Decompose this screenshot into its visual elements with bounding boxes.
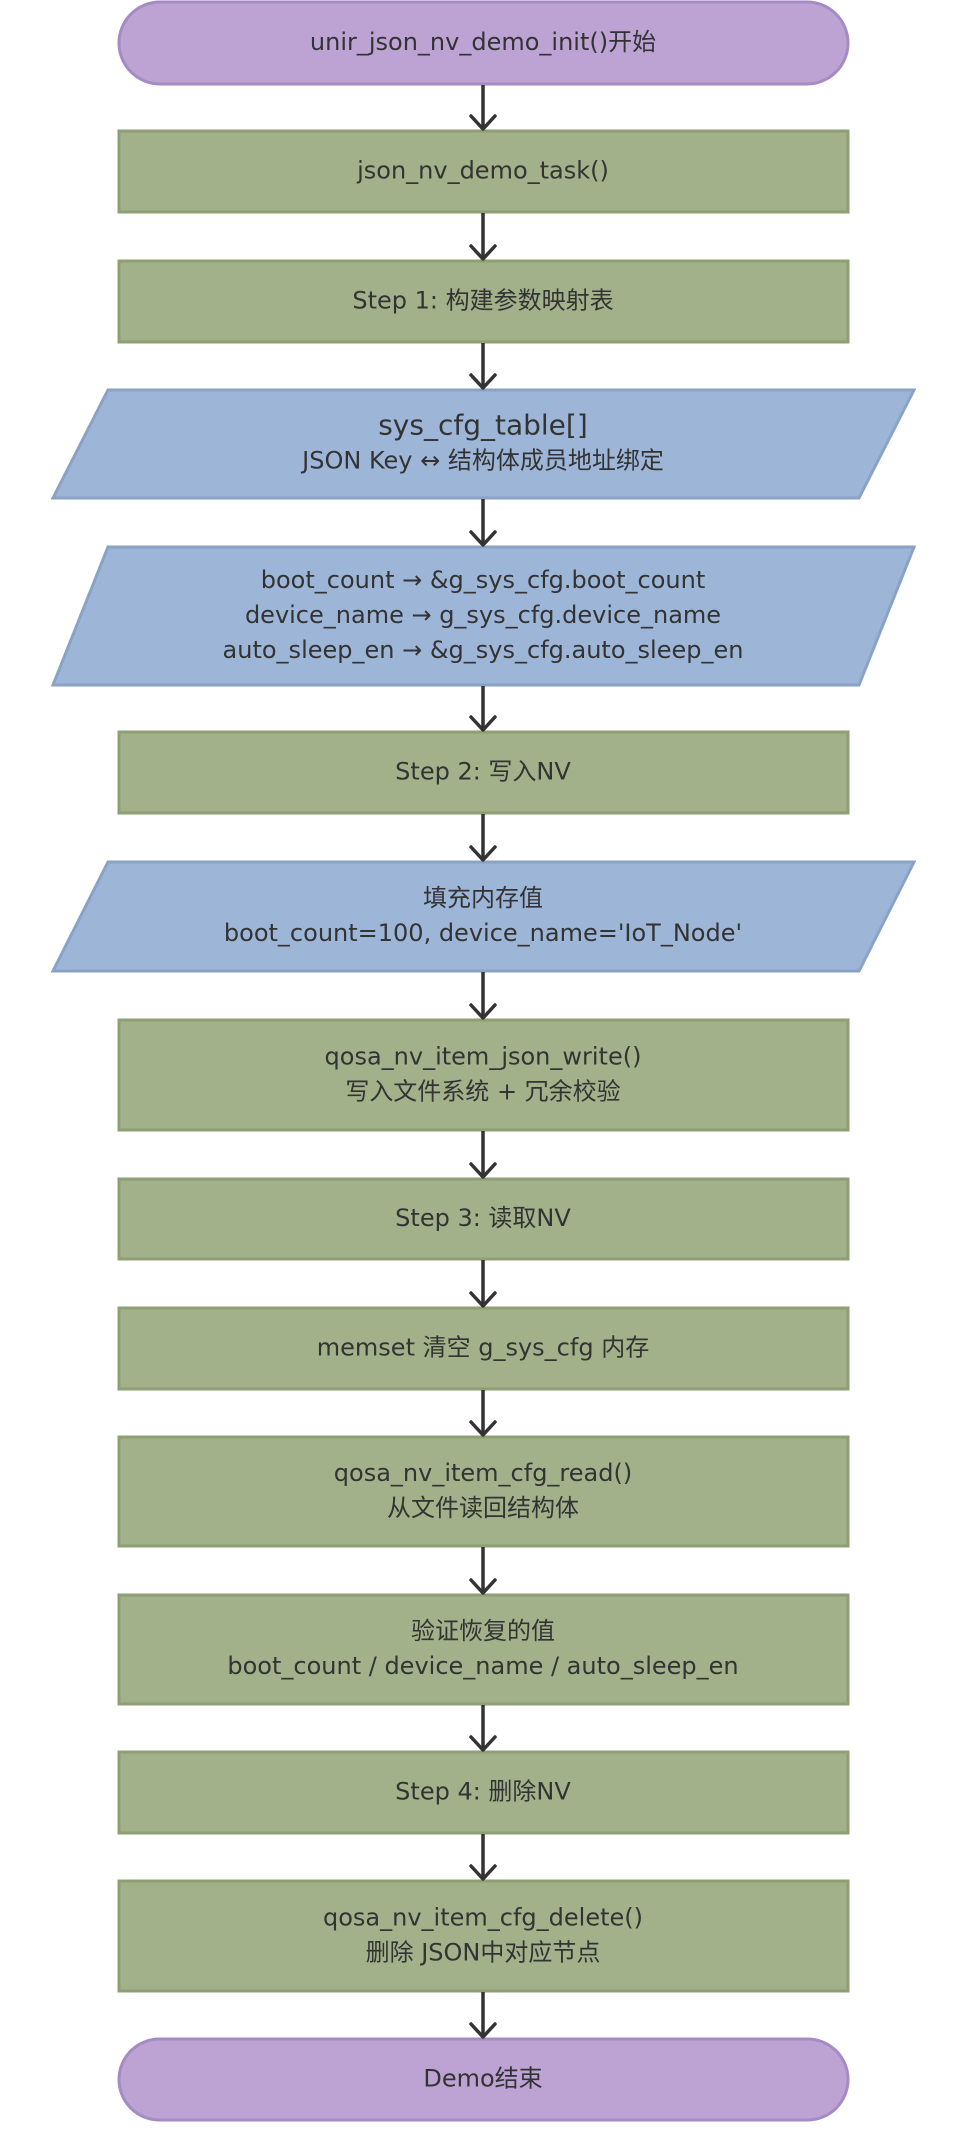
node-label: qosa_nv_item_json_write() — [325, 1043, 642, 1071]
node-label: 写入文件系统 + 冗余校验 — [345, 1078, 620, 1106]
node-label: Step 3: 读取NV — [395, 1204, 571, 1232]
node-fill: 填充内存值 boot_count=100, device_name='IoT_No… — [50, 860, 917, 973]
connector-arrow — [469, 1992, 497, 2039]
data-shape — [50, 860, 917, 973]
data-shape — [50, 388, 917, 500]
connector-arrow — [469, 1547, 497, 1595]
node-label: Step 2: 写入NV — [395, 758, 571, 786]
node-step4: Step 4: 删除NV — [117, 1750, 850, 1835]
connector-arrow — [469, 213, 497, 261]
node-label: qosa_nv_item_cfg_read() — [334, 1459, 632, 1487]
node-label: boot_count / device_name / auto_sleep_en — [227, 1652, 738, 1680]
node-delete: qosa_nv_item_cfg_delete() 删除 JSON中对应节点 — [117, 1879, 850, 1993]
connector-arrow — [469, 1260, 497, 1308]
node-label: qosa_nv_item_cfg_delete() — [323, 1904, 643, 1932]
connector-arrow — [469, 1390, 497, 1437]
connector-arrow — [469, 686, 497, 732]
node-end: Demo结束 — [117, 2037, 850, 2122]
node-step3: Step 3: 读取NV — [117, 1177, 850, 1261]
node-label: 删除 JSON中对应节点 — [366, 1939, 601, 1967]
process-shape — [117, 1177, 850, 1261]
node-write: qosa_nv_item_json_write() 写入文件系统 + 冗余校验 — [117, 1018, 850, 1132]
node-label: unir_json_nv_demo_init()开始 — [310, 28, 656, 56]
connector-arrow — [469, 85, 497, 131]
process-shape — [117, 1018, 850, 1132]
process-shape — [117, 730, 850, 815]
connector-arrow — [469, 1705, 497, 1752]
node-label: Step 1: 构建参数映射表 — [352, 287, 613, 315]
node-label: Step 4: 删除NV — [395, 1778, 571, 1806]
data-shape — [50, 545, 917, 687]
node-verify: 验证恢复的值 boot_count / device_name / auto_sl… — [117, 1593, 850, 1706]
node-table: sys_cfg_table[] JSON Key ↔ 结构体成员地址绑定 — [50, 388, 917, 500]
node-label: sys_cfg_table[] — [378, 409, 588, 442]
node-label: device_name → g_sys_cfg.device_name — [245, 601, 721, 629]
connector-arrow — [469, 499, 497, 547]
connector-arrow — [469, 343, 497, 390]
terminal-shape — [117, 0, 850, 86]
node-start: unir_json_nv_demo_init()开始 — [117, 0, 850, 86]
process-shape — [117, 259, 850, 344]
process-shape — [117, 1593, 850, 1706]
node-label: json_nv_demo_task() — [356, 157, 609, 185]
node-label: 填充内存值 — [423, 884, 543, 912]
node-label: 验证恢复的值 — [411, 1617, 555, 1645]
process-shape — [117, 1306, 850, 1391]
node-label: boot_count=100, device_name='IoT_Node' — [224, 919, 742, 947]
process-shape — [117, 129, 850, 214]
node-read: qosa_nv_item_cfg_read() 从文件读回结构体 — [117, 1435, 850, 1548]
connector-arrow — [469, 1131, 497, 1179]
node-step1: Step 1: 构建参数映射表 — [117, 259, 850, 344]
node-label: Demo结束 — [423, 2065, 542, 2093]
node-label: boot_count → &g_sys_cfg.boot_count — [261, 566, 705, 594]
node-label: auto_sleep_en → &g_sys_cfg.auto_sleep_en — [223, 636, 744, 664]
node-label: JSON Key ↔ 结构体成员地址绑定 — [300, 447, 664, 475]
node-mapping: boot_count → &g_sys_cfg.boot_countdevice… — [50, 545, 917, 687]
node-memset: memset 清空 g_sys_cfg 内存 — [117, 1306, 850, 1391]
process-shape — [117, 1435, 850, 1548]
connector-arrow — [469, 1834, 497, 1881]
node-label: memset 清空 g_sys_cfg 内存 — [317, 1334, 649, 1362]
node-task: json_nv_demo_task() — [117, 129, 850, 214]
connector-arrow — [469, 814, 497, 862]
connector-arrow — [469, 972, 497, 1020]
process-shape — [117, 1879, 850, 1993]
node-step2: Step 2: 写入NV — [117, 730, 850, 815]
terminal-shape — [117, 2037, 850, 2122]
node-label: 从文件读回结构体 — [387, 1494, 579, 1522]
process-shape — [117, 1750, 850, 1835]
